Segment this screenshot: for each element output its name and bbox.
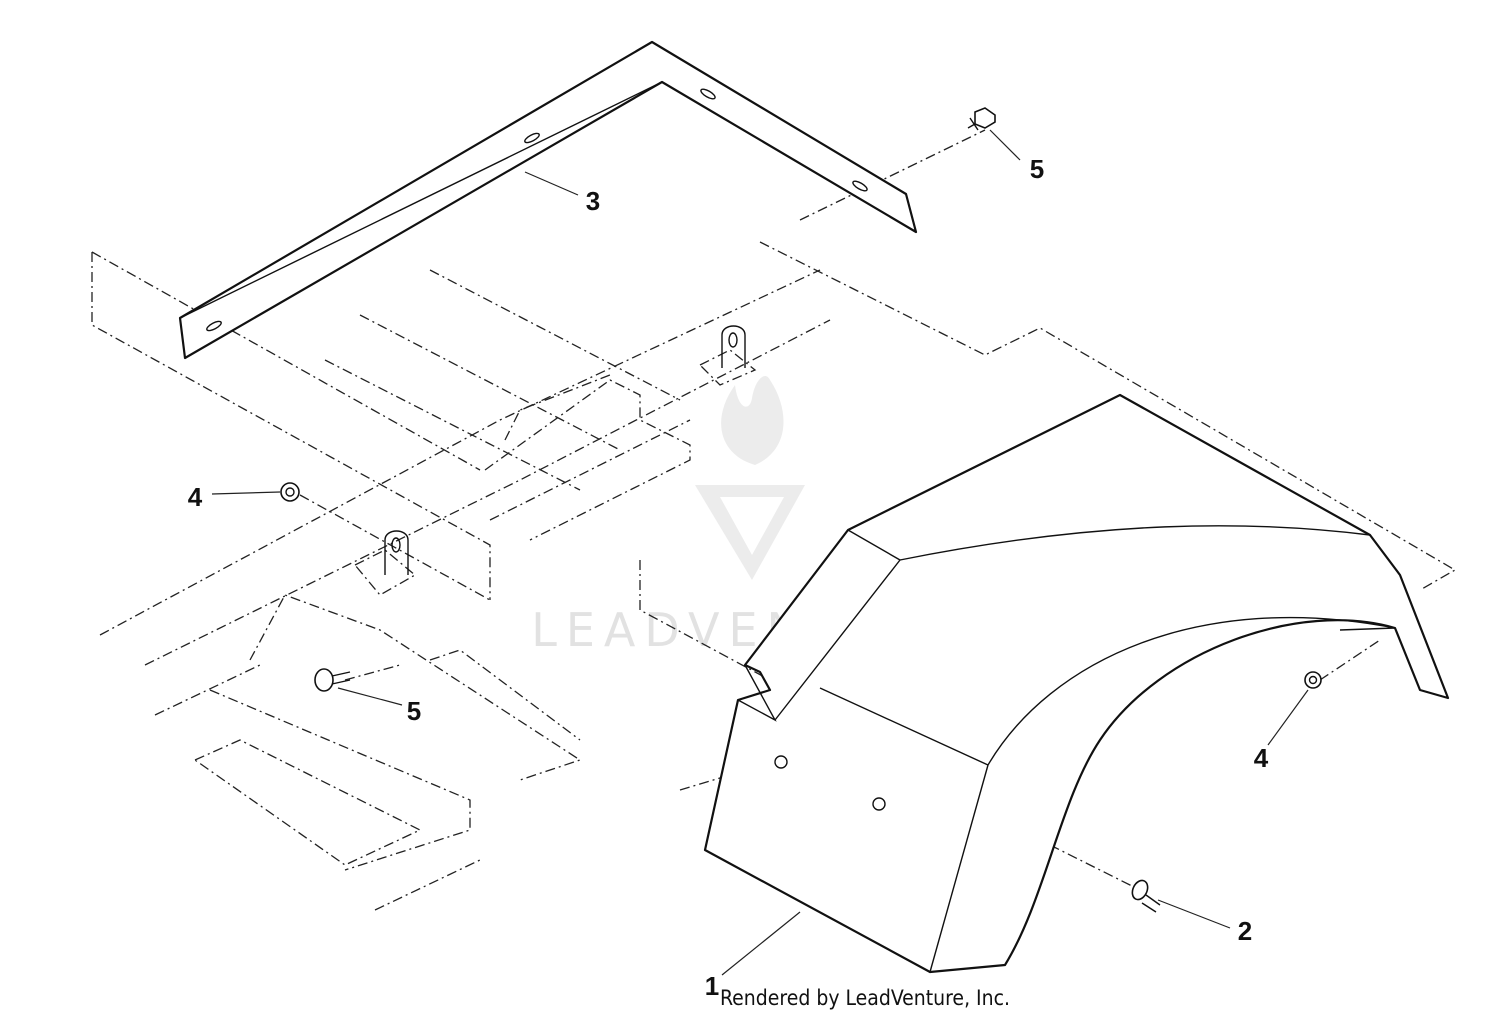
chassis-outline [91, 129, 1457, 911]
callout-5-bolt-left: 5 [407, 696, 421, 726]
frame-clip-tabs [384, 325, 746, 575]
callout-3-bracket: 3 [586, 186, 600, 216]
bolt-left-icon [314, 668, 351, 692]
callout-1-fender: 1 [705, 971, 719, 1001]
callouts: 3 5 4 5 4 2 1 [188, 154, 1269, 1001]
angle-bracket [178, 40, 918, 360]
callout-4-nut-left: 4 [188, 482, 203, 512]
hardware [280, 107, 1322, 913]
nut-left-icon [280, 482, 300, 502]
nut-right-icon [1304, 671, 1322, 689]
callout-2-carriage-bolt: 2 [1238, 916, 1252, 946]
carriage-bolt-icon [1131, 879, 1161, 913]
screw-top-icon [967, 107, 996, 131]
credit-text: Rendered by LeadVenture, Inc. [720, 986, 1010, 1010]
fender [703, 393, 1450, 974]
leader-lines [211, 129, 1309, 976]
callout-4-nut-right: 4 [1254, 743, 1269, 773]
v-logo-icon [695, 485, 805, 580]
flame-icon [721, 376, 784, 465]
callout-5-screw-top: 5 [1030, 154, 1044, 184]
